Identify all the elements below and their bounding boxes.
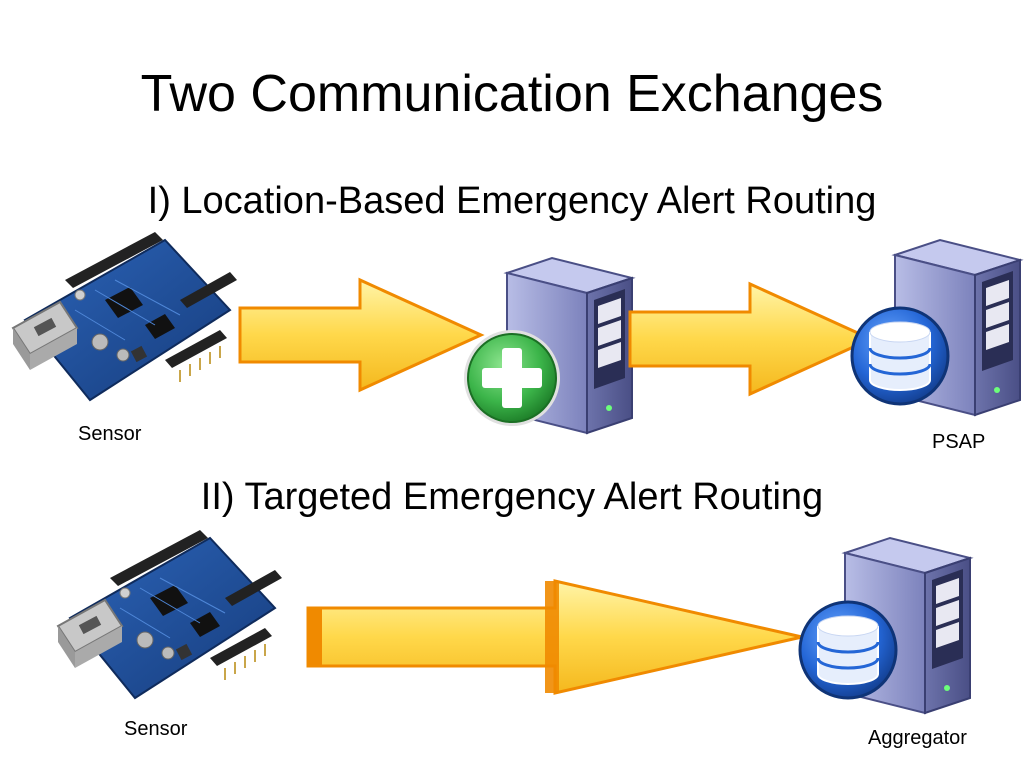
sensor-board-icon (12, 231, 238, 401)
arrow-right-icon (238, 277, 485, 393)
sensor-label: Sensor (78, 423, 142, 445)
database-icon (850, 306, 950, 406)
sensor-label: Sensor (124, 718, 188, 740)
arrow-right-icon (628, 281, 875, 397)
arrow-right-icon (306, 579, 803, 695)
section1-heading: I) Location-Based Emergency Alert Routin… (147, 180, 877, 222)
database-icon (798, 600, 898, 700)
add-icon (463, 329, 561, 427)
aggregator-label: Aggregator (868, 727, 967, 749)
section2-heading: II) Targeted Emergency Alert Routing (200, 476, 824, 518)
slide-title: Two Communication Exchanges (140, 65, 884, 123)
psap-label: PSAP (932, 431, 986, 453)
sensor-board-icon (57, 529, 283, 699)
